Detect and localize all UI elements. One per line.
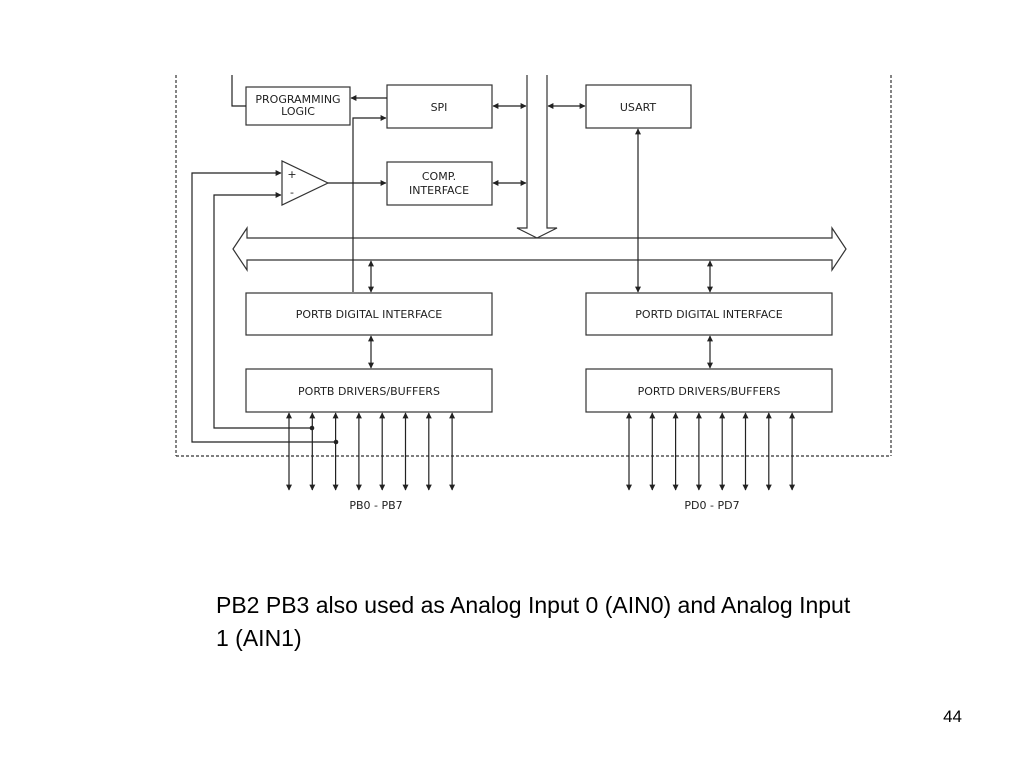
horizontal-data-bus <box>232 226 847 272</box>
portb-pin-arrows <box>286 412 456 491</box>
portb-drivers-buffers-label: PORTB DRIVERS/BUFFERS <box>298 385 440 398</box>
portd-drivers-buffers-block: PORTD DRIVERS/BUFFERS <box>585 368 833 413</box>
portb-drivers-buffers-block: PORTB DRIVERS/BUFFERS <box>245 368 493 413</box>
comparator-plus-label: + <box>287 168 296 181</box>
slide-caption: PB2 PB3 also used as Analog Input 0 (AIN… <box>216 592 851 651</box>
portb-pin-range-label: PB0 - PB7 <box>349 499 402 512</box>
portb-to-spi-line <box>352 115 387 292</box>
portd-pin-arrows <box>626 412 796 491</box>
connections <box>191 75 713 443</box>
programming-logic-label-2: LOGIC <box>281 105 315 118</box>
spi-block: SPI <box>386 84 493 129</box>
chip-boundary <box>175 75 892 457</box>
comp-interface-block: COMP. INTERFACE <box>386 161 493 206</box>
portd-pin-range-label: PD0 - PD7 <box>684 499 739 512</box>
portd-digital-interface-block: PORTD DIGITAL INTERFACE <box>585 292 833 336</box>
spi-label: SPI <box>431 101 448 114</box>
page-number: 44 <box>943 707 962 726</box>
programming-logic-label-1: PROGRAMMING <box>255 93 340 106</box>
portd-drivers-buffers-label: PORTD DRIVERS/BUFFERS <box>638 385 781 398</box>
portb-digital-interface-block: PORTB DIGITAL INTERFACE <box>245 292 493 336</box>
prog-logic-left-line <box>231 75 246 107</box>
usart-label: USART <box>620 101 657 114</box>
comp-interface-label-1: COMP. <box>422 170 456 183</box>
usart-block: USART <box>585 84 692 129</box>
programming-logic-block: PROGRAMMING LOGIC <box>245 86 351 126</box>
comparator-minus-label: - <box>290 186 294 199</box>
ain0-feed-line <box>191 170 336 443</box>
portd-digital-interface-label: PORTD DIGITAL INTERFACE <box>635 308 782 321</box>
comp-interface-label-2: INTERFACE <box>409 184 469 197</box>
comparator: + - <box>281 160 330 206</box>
ain1-feed-line <box>213 192 312 429</box>
portb-digital-interface-label: PORTB DIGITAL INTERFACE <box>296 308 443 321</box>
vertical-data-bus <box>516 75 558 239</box>
